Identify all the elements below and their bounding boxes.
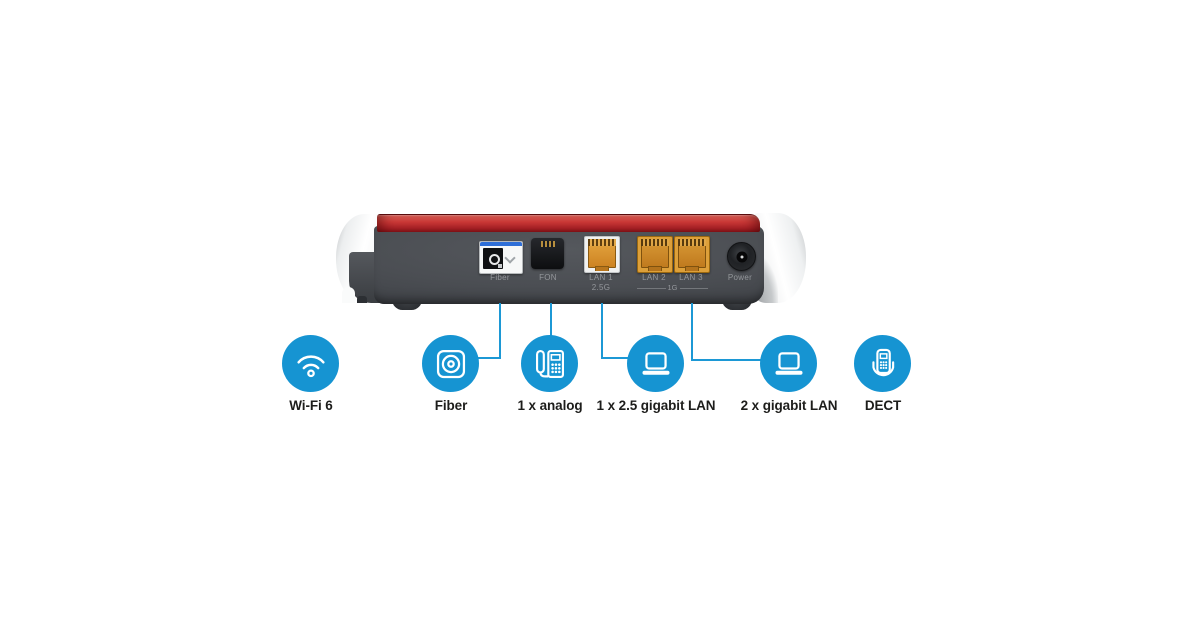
fiber-socket-icon	[422, 335, 479, 392]
chevron-down-icon	[504, 252, 516, 264]
wifi-icon	[282, 335, 339, 392]
connector-line-lan1-vertical	[601, 303, 603, 359]
connector-line-lan23-vertical	[691, 303, 693, 361]
cap-foot-stub	[357, 296, 367, 303]
lan1-pins	[588, 239, 616, 246]
lan1-port-label: LAN 1	[589, 273, 613, 282]
router-red-top-band	[377, 214, 760, 232]
fon-port-pins	[540, 241, 555, 247]
fiber-connector-tab	[498, 264, 502, 268]
lan1-speed-label: 2.5G	[591, 283, 611, 292]
fon-port	[531, 238, 564, 269]
lan2-port-label: LAN 2	[642, 273, 666, 282]
lan2-pins	[641, 239, 669, 246]
dect-phone-icon	[854, 335, 911, 392]
lan3-pins	[678, 239, 706, 246]
laptop-icon	[627, 335, 684, 392]
analog-phone-icon	[521, 335, 578, 392]
connector-line-fiber-horizontal	[478, 357, 501, 359]
connector-line-lan23-horizontal	[691, 359, 761, 361]
feature-label-wifi6: Wi-Fi 6	[289, 398, 333, 413]
feature-label-gigabit-lan: 2 x gigabit LAN	[740, 398, 838, 413]
connector-line-fiber-vertical	[499, 303, 501, 359]
lan2-clip-slot	[648, 266, 662, 271]
lan23-speed-label: 1G	[667, 283, 678, 292]
fiber-ferrule	[489, 254, 500, 265]
divider	[637, 287, 666, 289]
fiber-connector-block	[483, 248, 503, 269]
lan1-port	[584, 236, 620, 273]
power-port-label: Power	[727, 273, 753, 282]
lan3-clip-slot	[685, 266, 699, 271]
divider	[679, 287, 709, 289]
lan23-speed-group: 1G	[637, 283, 709, 292]
feature-label-dect: DECT	[864, 398, 902, 413]
lan3-port	[674, 236, 710, 273]
cap-notch	[342, 287, 355, 303]
lan2-port	[637, 236, 673, 273]
lan1-clip-slot	[595, 266, 609, 271]
fiber-port	[479, 241, 523, 274]
feature-label-fiber: Fiber	[434, 398, 468, 413]
power-port-pin	[740, 255, 743, 258]
feature-label-analog: 1 x analog	[517, 398, 583, 413]
laptop-icon	[760, 335, 817, 392]
fon-port-label: FON	[539, 273, 557, 282]
feature-label-25g-lan: 1 x 2.5 gigabit LAN	[596, 398, 716, 413]
lan3-port-label: LAN 3	[679, 273, 703, 282]
fiber-port-label: Fiber	[490, 273, 510, 282]
connector-line-lan1-horizontal	[601, 357, 628, 359]
connector-line-fon	[550, 303, 552, 337]
fiber-port-blue-bar	[480, 242, 522, 246]
power-port	[727, 242, 756, 271]
